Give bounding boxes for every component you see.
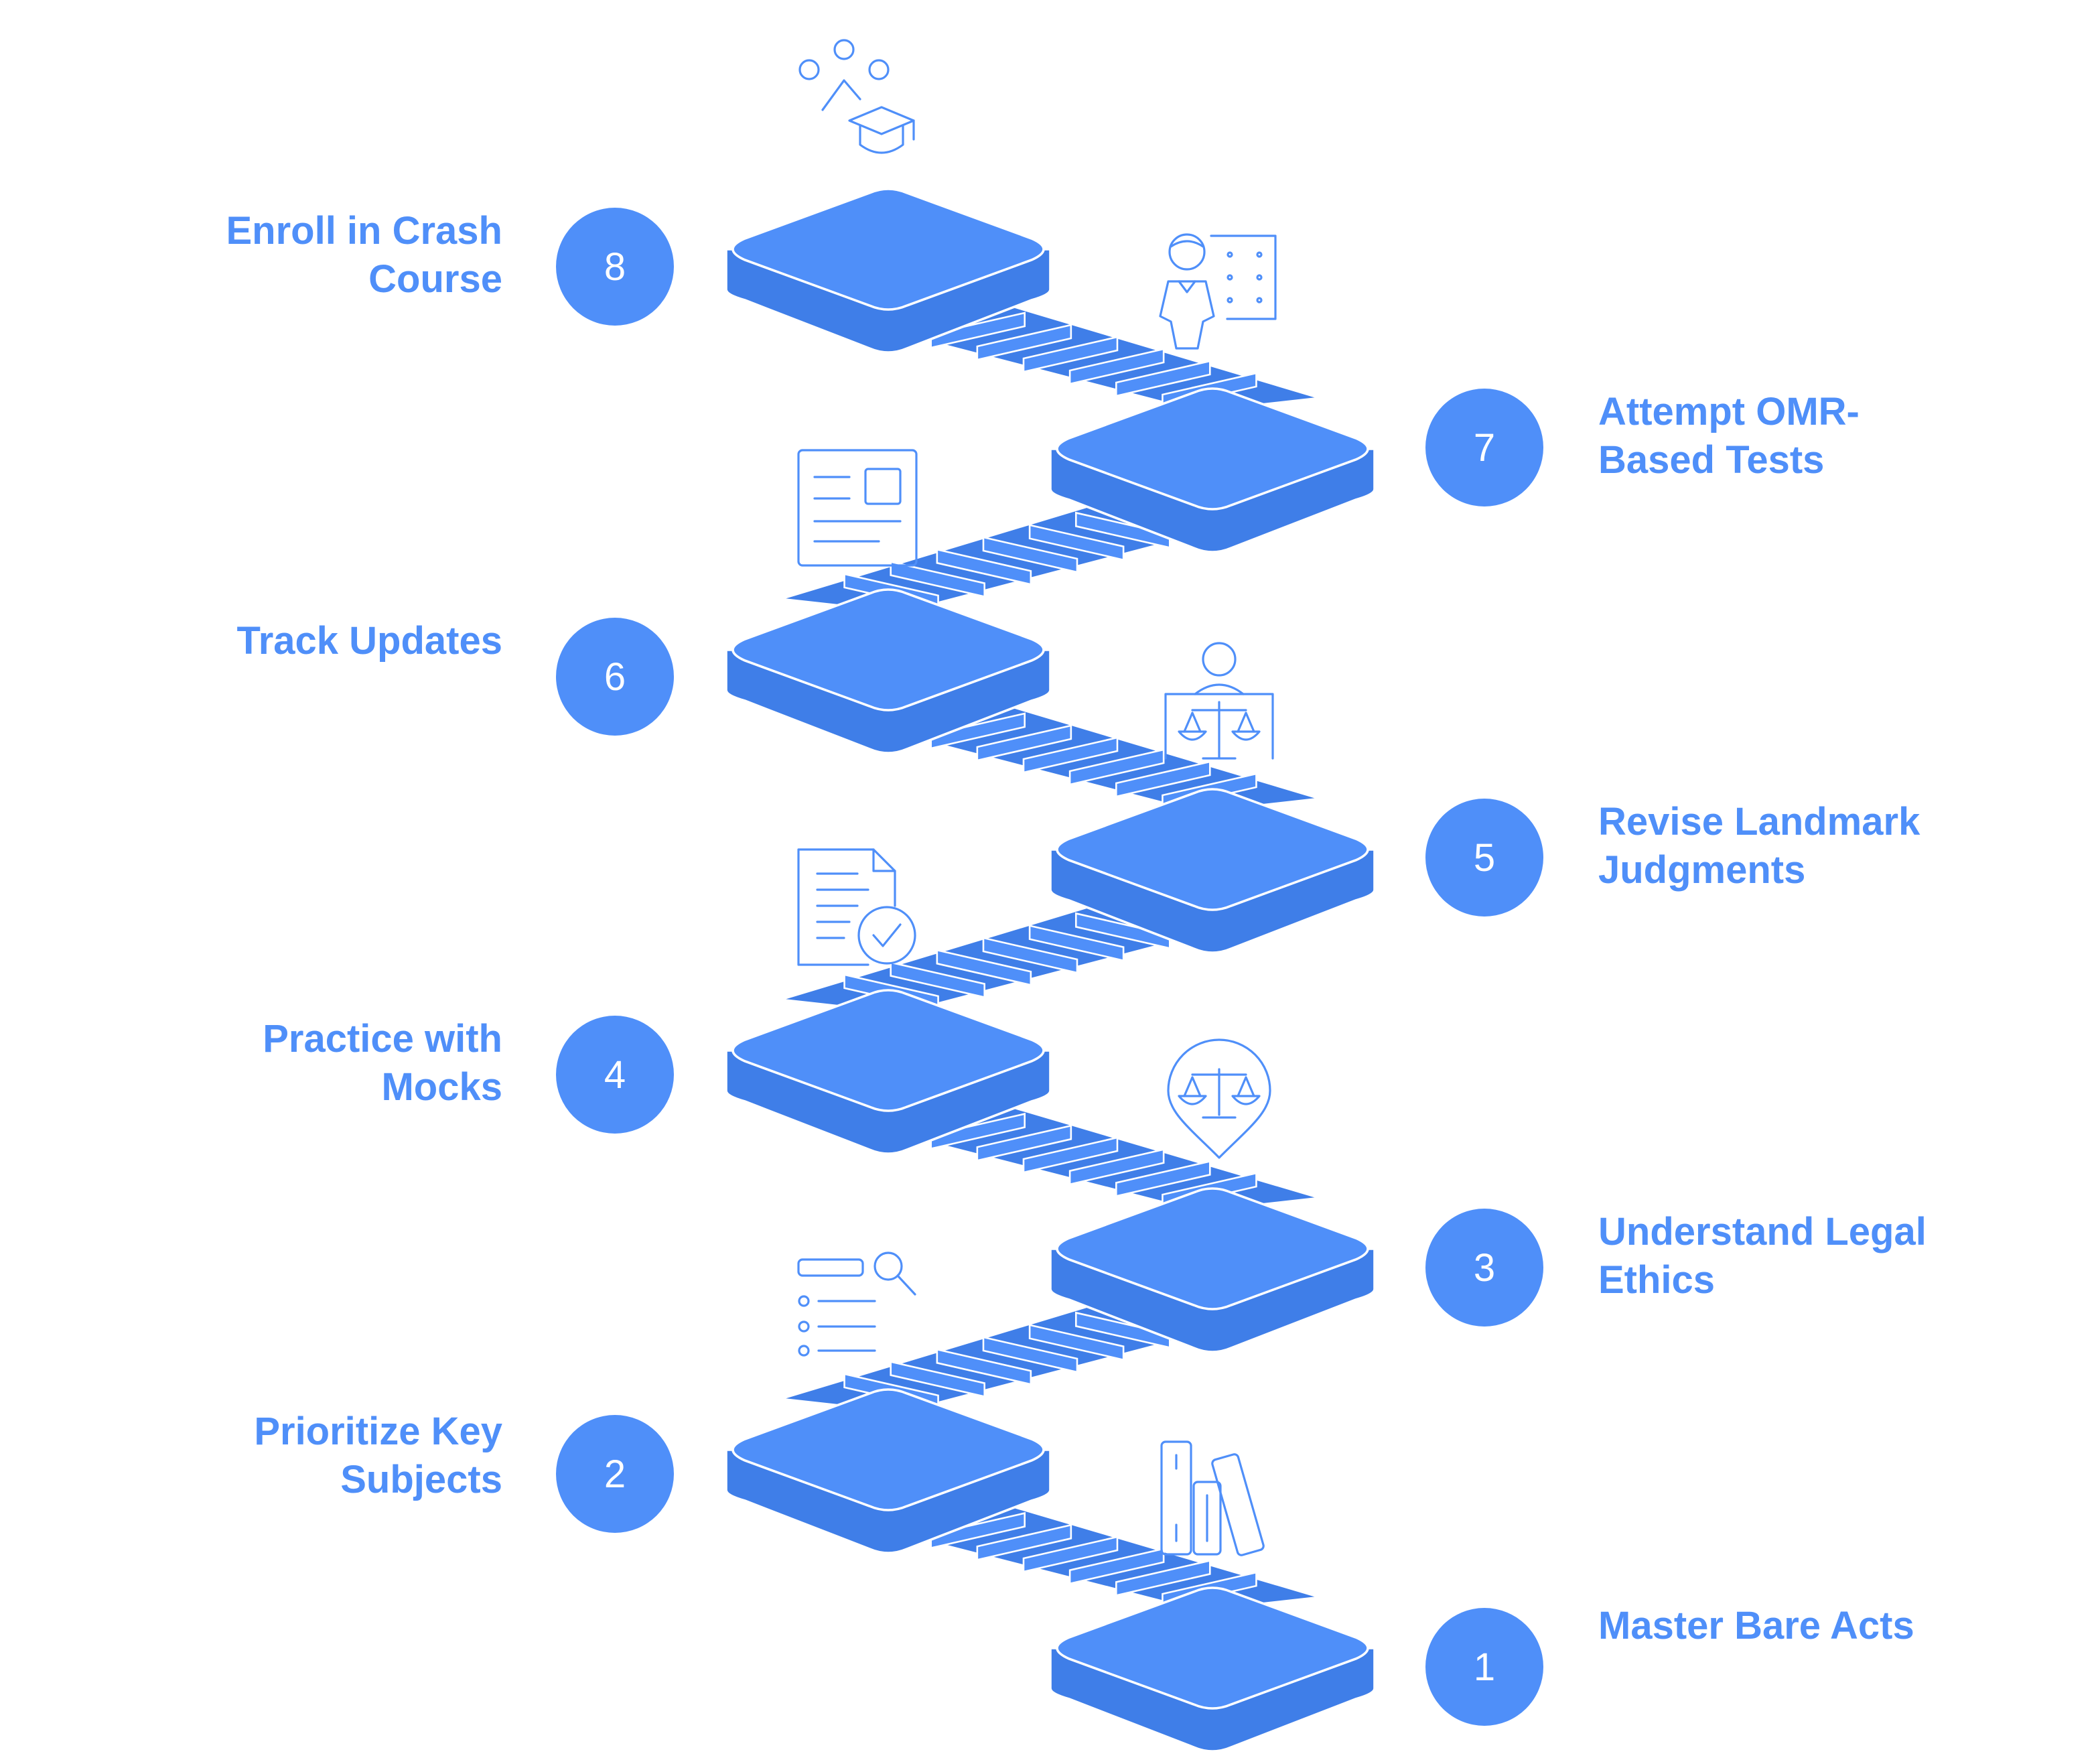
graduation-icon: [798, 39, 915, 154]
platform-5: [1049, 788, 1376, 954]
step-number: 2: [604, 1452, 626, 1496]
platform-1: [1049, 1586, 1376, 1753]
scales-location-icon: [1167, 1038, 1271, 1159]
badge-circle: [556, 1016, 674, 1134]
platform-top: [731, 989, 1045, 1112]
platform-top: [1056, 788, 1369, 911]
badge-circle: [556, 208, 674, 326]
badge-circle: [556, 618, 674, 736]
step-number: 7: [1474, 426, 1495, 470]
badge-circle: [1425, 799, 1543, 917]
stair-tread: [1028, 925, 1125, 962]
platform-top: [731, 188, 1045, 311]
step-number: 3: [1474, 1246, 1495, 1290]
stair-tread: [890, 961, 986, 999]
platform-4: [725, 989, 1052, 1155]
stair-tread: [1115, 760, 1211, 798]
step-number-badges: 1 2 3 4 5 6 7 8: [556, 208, 1543, 1726]
stair-tread: [1115, 1559, 1211, 1597]
badge-circle: [1425, 1608, 1543, 1726]
stair-tread: [1068, 1548, 1165, 1585]
step-badge-3: 3: [1425, 1209, 1543, 1327]
stair-tread: [1022, 1136, 1119, 1174]
stair-tread: [1022, 336, 1119, 373]
stair-tread: [936, 548, 1032, 586]
stair-tread: [1068, 748, 1165, 786]
checked-document-icon: [797, 848, 916, 966]
platform-top: [731, 1388, 1045, 1511]
badge-circle: [1425, 1209, 1543, 1327]
step-number: 1: [1474, 1645, 1495, 1689]
badge-circle: [1425, 389, 1543, 506]
platform-8: [725, 188, 1052, 354]
platform-top: [1056, 1586, 1369, 1710]
platform-3: [1049, 1187, 1376, 1353]
stair-tread: [1022, 736, 1119, 774]
platform-top: [1056, 387, 1369, 511]
books-icon: [1160, 1440, 1265, 1556]
step-badge-5: 5: [1425, 799, 1543, 917]
stair-tread: [936, 949, 1032, 986]
stair-tread: [1115, 360, 1211, 397]
step-label-4: Practice with Mocks: [263, 1018, 502, 1109]
stair-tread: [1115, 1160, 1211, 1198]
step-badge-8: 8: [556, 208, 674, 326]
stair-tread: [982, 1336, 1078, 1373]
platform-6: [725, 588, 1052, 754]
judge-scales-icon: [1164, 642, 1274, 760]
stair-tread: [1068, 348, 1165, 385]
newspaper-icon: [797, 449, 918, 567]
stair-tread: [982, 937, 1078, 974]
step-badge-2: 2: [556, 1415, 674, 1533]
step-label-3: Understand Legal Ethics: [1598, 1211, 1927, 1302]
step-label-7: Attempt OMR- Based Tests: [1598, 391, 1860, 482]
step-number: 8: [604, 245, 626, 289]
student-board-icon: [1159, 233, 1277, 350]
platform-top: [731, 588, 1045, 711]
platforms: [725, 188, 1376, 1753]
step-badge-7: 7: [1425, 389, 1543, 506]
stair-tread: [1028, 524, 1125, 561]
step-label-8: Enroll in Crash Course: [226, 210, 502, 301]
list-search-icon: [797, 1251, 916, 1357]
stair-tread: [890, 560, 986, 598]
step-label-6: Track Updates: [236, 620, 502, 663]
step-number: 4: [604, 1053, 626, 1097]
stair-tread: [976, 724, 1072, 762]
step-number: 5: [1474, 836, 1495, 880]
badge-circle: [556, 1415, 674, 1533]
platform-top: [1056, 1187, 1369, 1310]
step-badge-6: 6: [556, 618, 674, 736]
stair-tread: [890, 1360, 986, 1398]
step-label-2: Prioritize Key Subjects: [254, 1411, 502, 1502]
stair-tread: [936, 1348, 1032, 1385]
step-number: 6: [604, 655, 626, 699]
platform-7: [1049, 387, 1376, 553]
stair-tread: [976, 1523, 1072, 1561]
step-badge-4: 4: [556, 1016, 674, 1134]
stair-tread: [982, 536, 1078, 573]
step-badge-1: 1: [1425, 1608, 1543, 1726]
stair-tread: [1022, 1536, 1119, 1573]
stair-tread: [1028, 1324, 1125, 1361]
step-label-1: Master Bare Acts: [1598, 1605, 1914, 1648]
stair-tread: [1068, 1148, 1165, 1186]
stair-tread: [976, 1124, 1072, 1162]
step-label-5: Revise Landmark Judgments: [1598, 801, 1920, 892]
stair-tread: [976, 324, 1072, 361]
platform-2: [725, 1388, 1052, 1554]
